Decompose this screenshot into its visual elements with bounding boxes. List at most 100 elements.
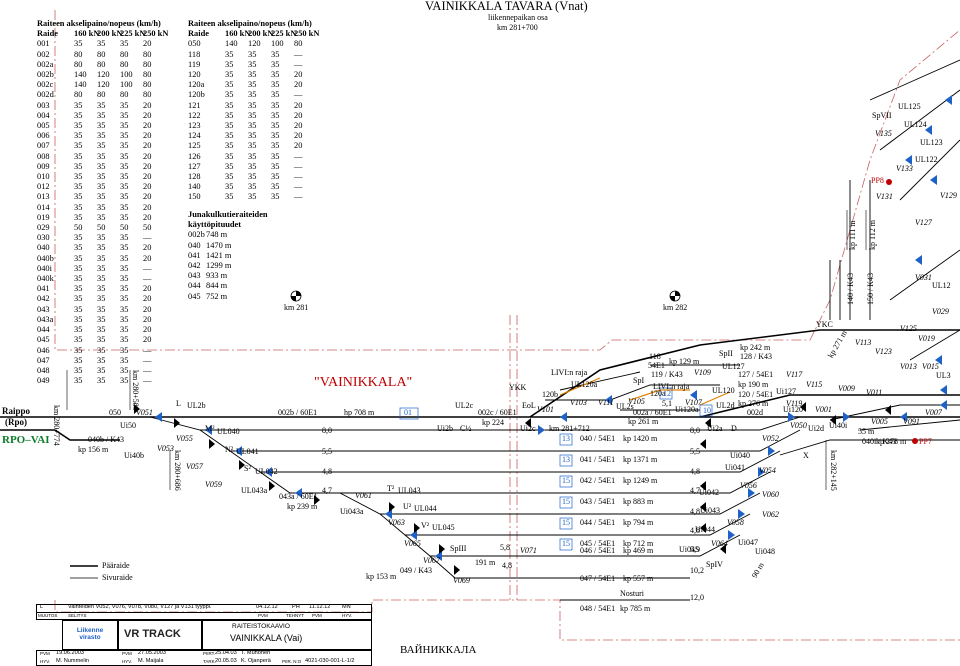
table-cell: 35: [97, 325, 106, 335]
table-cell: 014: [37, 202, 50, 212]
label-v135: V135: [875, 129, 892, 138]
table-cell: 040k: [37, 274, 54, 284]
track-length: kp 785 m: [620, 604, 651, 613]
table-cell: 044: [37, 325, 50, 335]
label-v069: V069: [453, 576, 470, 585]
table-cell: 35: [120, 274, 129, 284]
table-cell: 1421 m: [206, 250, 232, 260]
table-cell: 20: [143, 192, 152, 202]
table-cell: 049: [37, 376, 50, 386]
table-cell: 35: [248, 110, 257, 120]
table-cell: 35: [74, 243, 83, 253]
table-cell: 35: [225, 131, 234, 141]
table-cell: 122: [188, 110, 201, 120]
table-cell: 043: [37, 304, 50, 314]
label-v055: V055: [176, 434, 193, 443]
track-label: 047 / 54E1: [580, 574, 616, 583]
table-cell: 35: [271, 49, 280, 59]
label-ui044: Ui044: [695, 525, 715, 534]
table-cell: —: [294, 161, 303, 171]
table-cell: 002b: [37, 70, 54, 80]
label-v119: V119: [786, 399, 803, 408]
label-v071: V071: [520, 546, 537, 555]
table-cell: 35: [248, 90, 257, 100]
table-cell: 041: [188, 250, 201, 260]
title-col2: SELITYS: [68, 613, 87, 618]
table-cell: 35: [225, 80, 234, 90]
table-cell: 35: [74, 274, 83, 284]
label-ui2a: Ui2a: [707, 424, 723, 433]
doc-type: RAITEISTOKAAVIO: [232, 623, 290, 630]
label-kp278: kp 278 m: [876, 437, 907, 446]
doc-name: VAINIKKALA (Vai): [230, 633, 303, 643]
table-cell: 35: [97, 151, 106, 161]
title-rev-text: Vaihteiden V052, V076, V078, V080, V127 …: [68, 604, 212, 610]
table-cell: 35: [74, 376, 83, 386]
table-cell: 35: [120, 376, 129, 386]
table-cell: 50: [143, 223, 152, 233]
station-name: "VAINIKKALA": [314, 375, 413, 390]
table-cell: 35: [97, 294, 106, 304]
table-cell: 35: [74, 161, 83, 171]
label-hp708: hp 708 m: [344, 408, 375, 417]
label-ul041: UL041: [236, 447, 259, 456]
table-cell: 046: [37, 345, 50, 355]
track-label: 046 / 54E1: [580, 546, 616, 555]
title-rev-date2: 11.12.12: [309, 604, 331, 610]
table-cell: 748 m: [206, 230, 228, 240]
table-cell: —: [143, 233, 152, 243]
track-number: 13: [562, 434, 570, 443]
label-01: 01: [404, 408, 412, 417]
table-cell: 35: [225, 110, 234, 120]
track-label: 040 / 54E1: [580, 434, 616, 443]
label-spiv: SpIV: [706, 560, 723, 569]
table-cell: —: [143, 263, 152, 273]
label-kp190: kp 190 m: [738, 380, 769, 389]
table-cell: —: [294, 172, 303, 182]
table-cell: 002d: [37, 90, 54, 100]
value-5-8: 5,8: [500, 543, 510, 552]
label-x: X: [803, 451, 809, 460]
table-cell: 35: [97, 243, 106, 253]
label-ui040: Ui040: [730, 451, 750, 460]
table-cell: 045: [37, 335, 50, 345]
km-vertical-lines: [66, 210, 867, 490]
table-cell: 35: [248, 151, 257, 161]
table-cell: 35: [120, 335, 129, 345]
label-ui120a: Ui120a: [675, 405, 699, 414]
table-cell: 20: [143, 121, 152, 131]
label-ul2d: UL2d: [716, 401, 735, 410]
table-cell: 012: [37, 182, 50, 192]
label-119: 119 / K43: [651, 370, 683, 379]
table-cell: 043: [188, 271, 201, 281]
table-cell: 120: [97, 70, 110, 80]
value-10: 10: [703, 406, 711, 415]
label-ul045: UL045: [432, 523, 455, 532]
label-v111: V111: [598, 398, 614, 407]
label-v054: V054: [759, 466, 776, 475]
table-cell: 35: [120, 161, 129, 171]
table-cell: —: [294, 49, 303, 59]
table-cell: 007: [37, 141, 50, 151]
track-label: 042 / 54E1: [580, 476, 616, 485]
table-cell: 35: [74, 141, 83, 151]
table-cell: 80: [294, 39, 303, 49]
label-m2: M²: [205, 424, 215, 433]
label-s2: S²: [244, 464, 251, 473]
label-nosturi: Nosturi: [620, 589, 644, 598]
label-54e1: 54E1: [648, 361, 665, 370]
table-cell: 20: [143, 335, 152, 345]
table-cell: 20: [143, 202, 152, 212]
table-cell: 80: [143, 70, 152, 80]
table-cell: 121: [188, 100, 201, 110]
table-cell: —: [143, 345, 152, 355]
table-cell: 35: [271, 59, 280, 69]
